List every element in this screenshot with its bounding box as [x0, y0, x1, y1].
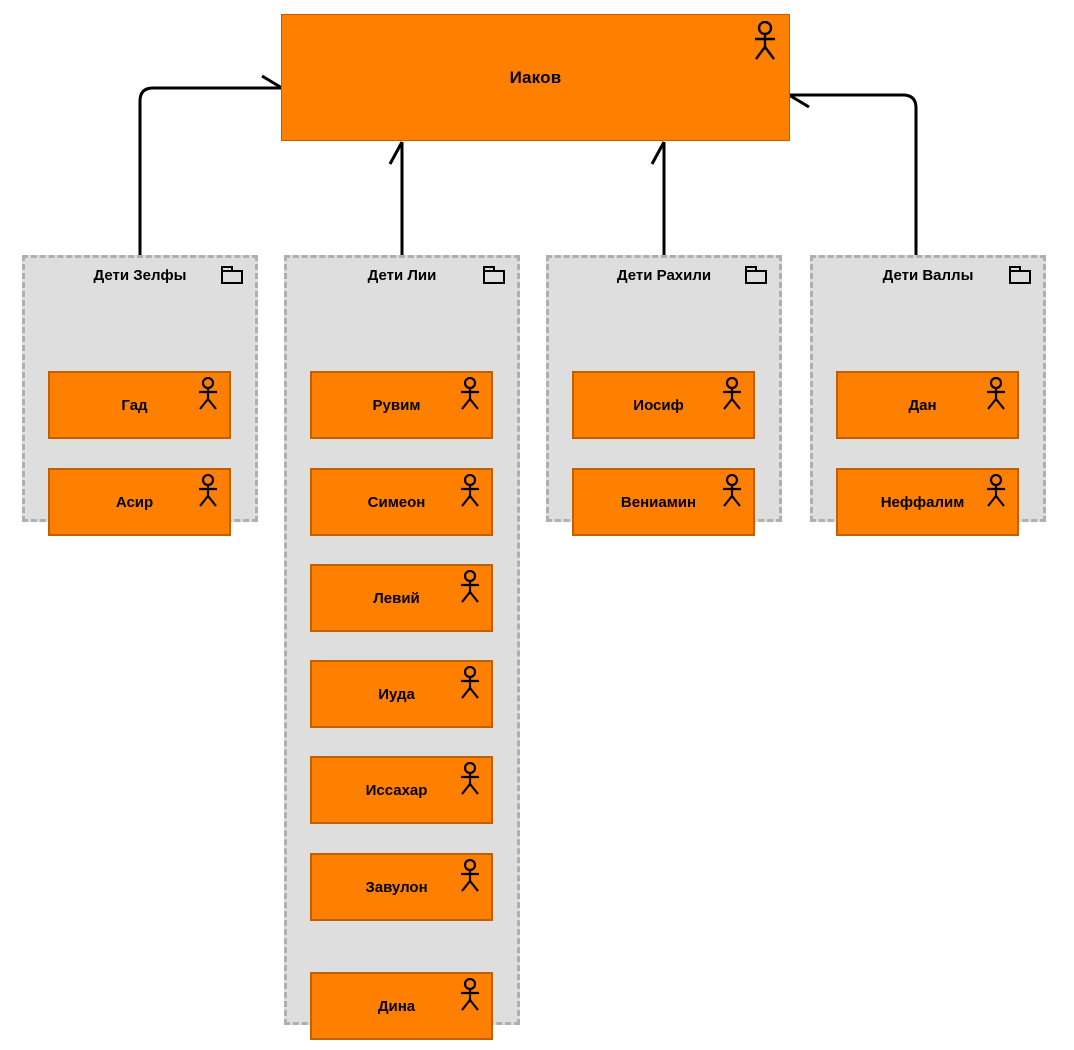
edge-zilpah-to-jacob: [138, 86, 282, 258]
node-label: Гад: [121, 396, 148, 414]
actor-stick-figure-icon: [461, 978, 479, 1011]
actor-node-leah-6[interactable]: Дина: [310, 972, 493, 1040]
node-label: Иуда: [378, 685, 415, 703]
actor-node-bilhah-1[interactable]: Неффалим: [836, 468, 1019, 536]
actor-stick-figure-icon: [987, 474, 1005, 507]
edge-zilpah-to-jacob-arrowhead: [261, 74, 283, 90]
folder-icon: [1009, 266, 1031, 284]
actor-stick-figure-icon: [723, 474, 741, 507]
package-title: Дети Лии: [367, 266, 437, 284]
package-header-zilpah: Дети Зелфы: [25, 258, 255, 292]
actor-node-leah-5[interactable]: Завулон: [310, 853, 493, 921]
actor-node-jacob[interactable]: Иаков: [281, 14, 790, 141]
package-header-leah: Дети Лии: [287, 258, 517, 292]
actor-node-bilhah-0[interactable]: Дан: [836, 371, 1019, 439]
actor-stick-figure-icon: [987, 377, 1005, 410]
node-label: Иссахар: [365, 781, 428, 799]
folder-icon: [483, 266, 505, 284]
node-label: Завулон: [365, 878, 428, 896]
actor-node-leah-2[interactable]: Левий: [310, 564, 493, 632]
actor-stick-figure-icon: [461, 666, 479, 699]
actor-node-zilpah-1[interactable]: Асир: [48, 468, 231, 536]
edge-bilhah-to-jacob-arrowhead: [788, 93, 810, 109]
actor-stick-figure-icon: [461, 762, 479, 795]
folder-icon: [745, 266, 767, 284]
actor-node-leah-0[interactable]: Рувим: [310, 371, 493, 439]
package-title: Дети Зелфы: [93, 266, 187, 284]
node-label: Неффалим: [880, 493, 965, 511]
actor-stick-figure-icon: [199, 377, 217, 410]
actor-stick-figure-icon: [755, 21, 775, 60]
node-label: Симеон: [367, 493, 426, 511]
actor-node-leah-3[interactable]: Иуда: [310, 660, 493, 728]
actor-node-rachel-0[interactable]: Иосиф: [572, 371, 755, 439]
package-title: Дети Валлы: [882, 266, 974, 284]
actor-stick-figure-icon: [461, 474, 479, 507]
edge-leah-to-jacob-arrowhead: [388, 141, 404, 165]
node-label: Вениамин: [620, 493, 697, 511]
actor-stick-figure-icon: [461, 377, 479, 410]
edge-rachel-to-jacob-arrowhead: [650, 141, 666, 165]
actor-node-zilpah-0[interactable]: Гад: [48, 371, 231, 439]
actor-stick-figure-icon: [461, 570, 479, 603]
actor-stick-figure-icon: [461, 859, 479, 892]
actor-node-leah-1[interactable]: Симеон: [310, 468, 493, 536]
node-label: Рувим: [372, 396, 421, 414]
actor-stick-figure-icon: [199, 474, 217, 507]
package-header-rachel: Дети Рахили: [549, 258, 779, 292]
node-label: Асир: [115, 493, 154, 511]
actor-node-rachel-1[interactable]: Вениамин: [572, 468, 755, 536]
folder-icon: [221, 266, 243, 284]
node-label: Дина: [377, 997, 416, 1015]
node-label: Иосиф: [633, 396, 684, 414]
actor-stick-figure-icon: [723, 377, 741, 410]
node-label: Дан: [908, 396, 937, 414]
package-header-bilhah: Дети Валлы: [813, 258, 1043, 292]
package-title: Дети Рахили: [616, 266, 712, 284]
actor-node-leah-4[interactable]: Иссахар: [310, 756, 493, 824]
node-label: Иаков: [509, 67, 562, 87]
edge-bilhah-to-jacob: [789, 93, 918, 258]
node-label: Левий: [373, 589, 420, 607]
